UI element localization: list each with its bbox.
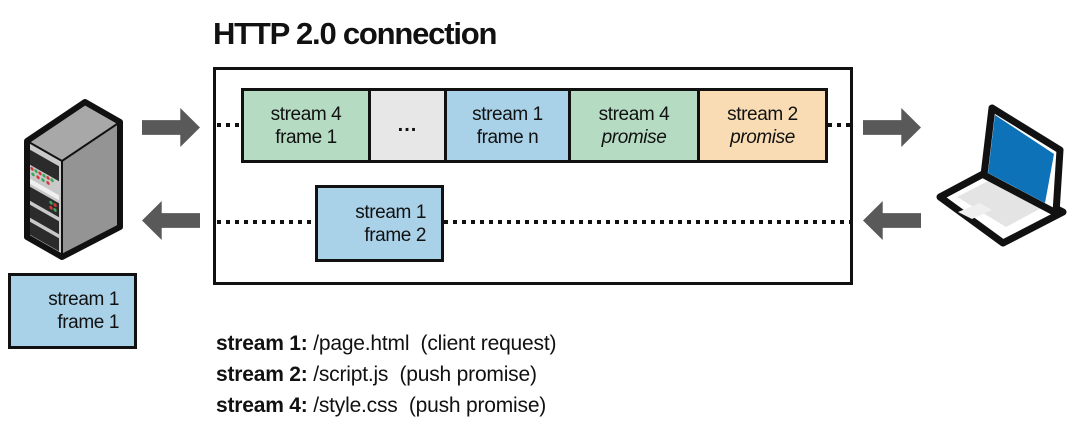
- frame-ellipsis: ...: [368, 88, 447, 163]
- frame-label: stream 1: [472, 103, 543, 125]
- legend-desc: /script.js (push promise): [307, 363, 537, 386]
- frame-label: stream 4: [598, 103, 670, 125]
- frame-stream1-frame-n: stream 1 frame n: [444, 88, 571, 163]
- frame-label: stream 4: [270, 103, 342, 125]
- arrow-right-icon: [863, 108, 921, 147]
- arrow-left-icon: [863, 201, 921, 240]
- frame-label: frame 2: [364, 224, 426, 246]
- frame-label: frame 1: [57, 312, 119, 333]
- frame-label: promise: [601, 126, 667, 148]
- frame-label: stream 1: [355, 201, 426, 223]
- legend-desc: /style.css (push promise): [307, 394, 547, 417]
- laptop-icon: [936, 104, 1067, 247]
- frame-stream4-promise: stream 4 promise: [568, 88, 700, 163]
- flow-line-inbound: [217, 220, 315, 224]
- stream-legend: stream 1: /page.html (client request) st…: [216, 328, 556, 421]
- frame-stream4-frame1: stream 4 frame 1: [241, 88, 371, 163]
- legend-line-stream4: stream 4: /style.css (push promise): [216, 390, 556, 421]
- frame-label: stream 2: [727, 103, 798, 125]
- server-icon: [24, 99, 123, 260]
- legend-term: stream 2:: [216, 363, 308, 386]
- frame-stream1-frame2: stream 1 frame 2: [315, 185, 444, 262]
- frame-label: stream 1: [48, 289, 119, 310]
- legend-desc: /page.html (client request): [307, 332, 557, 355]
- flow-line-outbound: [217, 123, 241, 127]
- diagram-title: HTTP 2.0 connection: [213, 16, 497, 51]
- flow-line-inbound: [444, 220, 850, 224]
- frame-label: frame 1: [275, 126, 337, 148]
- frame-stream2-promise: stream 2 promise: [697, 88, 828, 163]
- legend-line-stream2: stream 2: /script.js (push promise): [216, 359, 556, 390]
- arrow-right-icon: [142, 108, 200, 147]
- frame-label: ...: [397, 114, 418, 136]
- frame-label: frame n: [476, 126, 539, 148]
- frame-stream1-frame1: stream 1 frame 1: [8, 273, 137, 349]
- arrow-left-icon: [142, 201, 200, 240]
- legend-term: stream 4:: [216, 394, 308, 417]
- legend-term: stream 1:: [216, 332, 308, 355]
- legend-line-stream1: stream 1: /page.html (client request): [216, 328, 556, 359]
- flow-line-outbound: [828, 123, 851, 127]
- frame-label: promise: [730, 126, 795, 148]
